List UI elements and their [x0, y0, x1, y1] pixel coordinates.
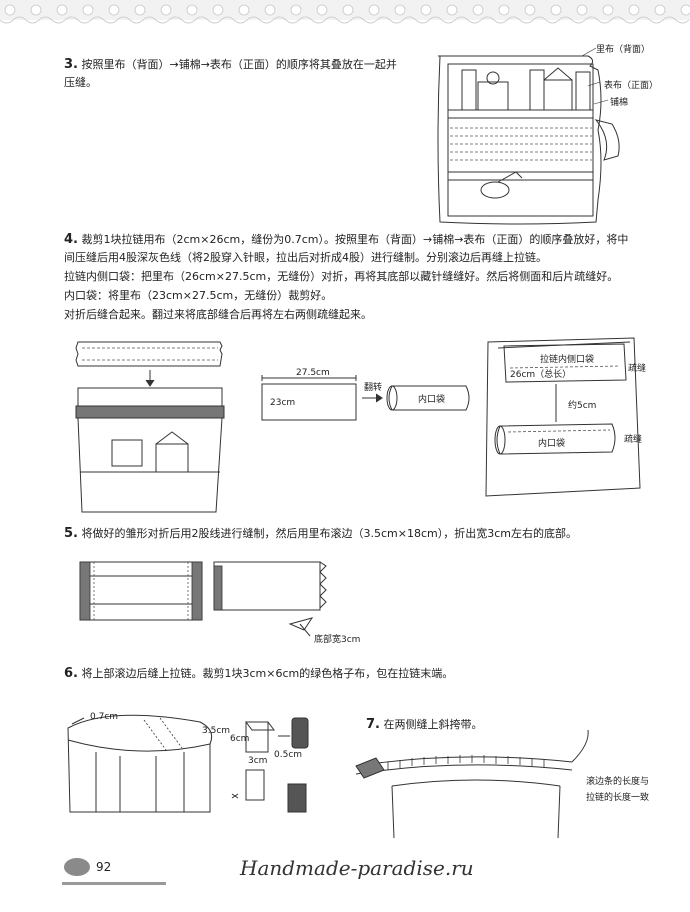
step5-text-line1: 5. 将做好的雏形对折后用2股线进行缝制，然后用里布滚边（3.5cm×18cm）… — [64, 527, 577, 541]
label-basting-2: 疏缝 — [624, 432, 642, 445]
label-inner-pocket: 内口袋 — [418, 392, 445, 405]
step4-instruction-4: 内口袋：将里布（23cm×27.5cm，无缝份）裁剪好。 — [64, 289, 332, 303]
step4-number: 4. — [64, 232, 78, 247]
step7-text-line1: 7. 在两侧缝上斜挎带。 — [366, 718, 482, 732]
label-27-5cm: 27.5cm — [296, 368, 330, 378]
step5-instruction-1: 将做好的雏形对折后用2股线进行缝制，然后用里布滚边（3.5cm×18cm），折出… — [81, 527, 577, 540]
page-number-badge — [64, 858, 90, 876]
footer-rule — [62, 882, 166, 885]
step4-text-line1: 4. 裁剪1块拉链用布（2cm×26cm，缝份为0.7cm）。按照里布（背面）→… — [64, 233, 628, 247]
label-zip-pocket: 拉链内侧口袋 — [540, 352, 594, 365]
label-inner-pocket-2: 内口袋 — [538, 436, 565, 449]
label-3cm: 3cm — [248, 756, 267, 766]
step7-note-1: 滚边条的长度与 — [586, 774, 649, 787]
step3-text-line1: 3. 按照里布（背面）→铺棉→表布（正面）的顺序将其叠放在一起并 — [64, 58, 397, 72]
label-6cm: 6cm — [230, 734, 249, 744]
watermark-text: Handmade-paradise.ru — [240, 856, 474, 880]
step4-instruction-2: 间压缝后用4股深灰色线（将2股穿入针眼，拉出后对折成4股）进行缝制。分别滚边后再… — [64, 251, 547, 265]
step3-instruction-2: 压缝。 — [64, 76, 97, 90]
step6-text-line1: 6. 将上部滚边后缝上拉链。裁剪1块3cm×6cm的绿色格子布，包在拉链末端。 — [64, 667, 453, 681]
label-batting: 铺棉 — [610, 95, 628, 108]
label-bottom-width: 底部宽3cm — [314, 632, 360, 645]
lace-border — [0, 0, 690, 30]
label-0-7cm: 0.7cm — [90, 712, 118, 722]
step7-instruction-1: 在两侧缝上斜挎带。 — [383, 718, 482, 731]
label-approx-5cm: 约5cm — [568, 398, 596, 411]
step6-number: 6. — [64, 666, 78, 681]
step3-number: 3. — [64, 57, 78, 72]
step3-instruction-1: 按照里布（背面）→铺棉→表布（正面）的顺序将其叠放在一起并 — [81, 58, 396, 71]
label-3-5cm: 3.5cm — [202, 726, 230, 736]
step7-note-2: 拉链的长度一致 — [586, 790, 649, 803]
step5-number: 5. — [64, 526, 78, 541]
label-26cm-total: 26cm（总长） — [510, 367, 571, 380]
step7-number: 7. — [366, 717, 380, 732]
page-number: 92 — [96, 860, 111, 874]
label-outer-fabric: 表布（正面） — [604, 78, 658, 91]
label-23cm: 23cm — [270, 398, 295, 408]
label-basting-1: 疏缝 — [628, 361, 646, 374]
step4-instruction-1: 裁剪1块拉链用布（2cm×26cm，缝份为0.7cm）。按照里布（背面）→铺棉→… — [81, 233, 628, 246]
step4-instruction-5: 对折后缝合起来。翻过来将底部缝合后再将左右两侧疏缝起来。 — [64, 308, 372, 322]
label-0-5cm: 0.5cm — [274, 750, 302, 760]
label-turn: 翻转 — [364, 380, 382, 393]
label-lining: 里布（背面） — [596, 42, 650, 55]
step4-instruction-3: 拉链内侧口袋：把里布（26cm×27.5cm，无缝份）对折，再将其底部以藏针缝缝… — [64, 270, 618, 284]
step6-instruction-1: 将上部滚边后缝上拉链。裁剪1块3cm×6cm的绿色格子布，包在拉链末端。 — [81, 667, 453, 680]
